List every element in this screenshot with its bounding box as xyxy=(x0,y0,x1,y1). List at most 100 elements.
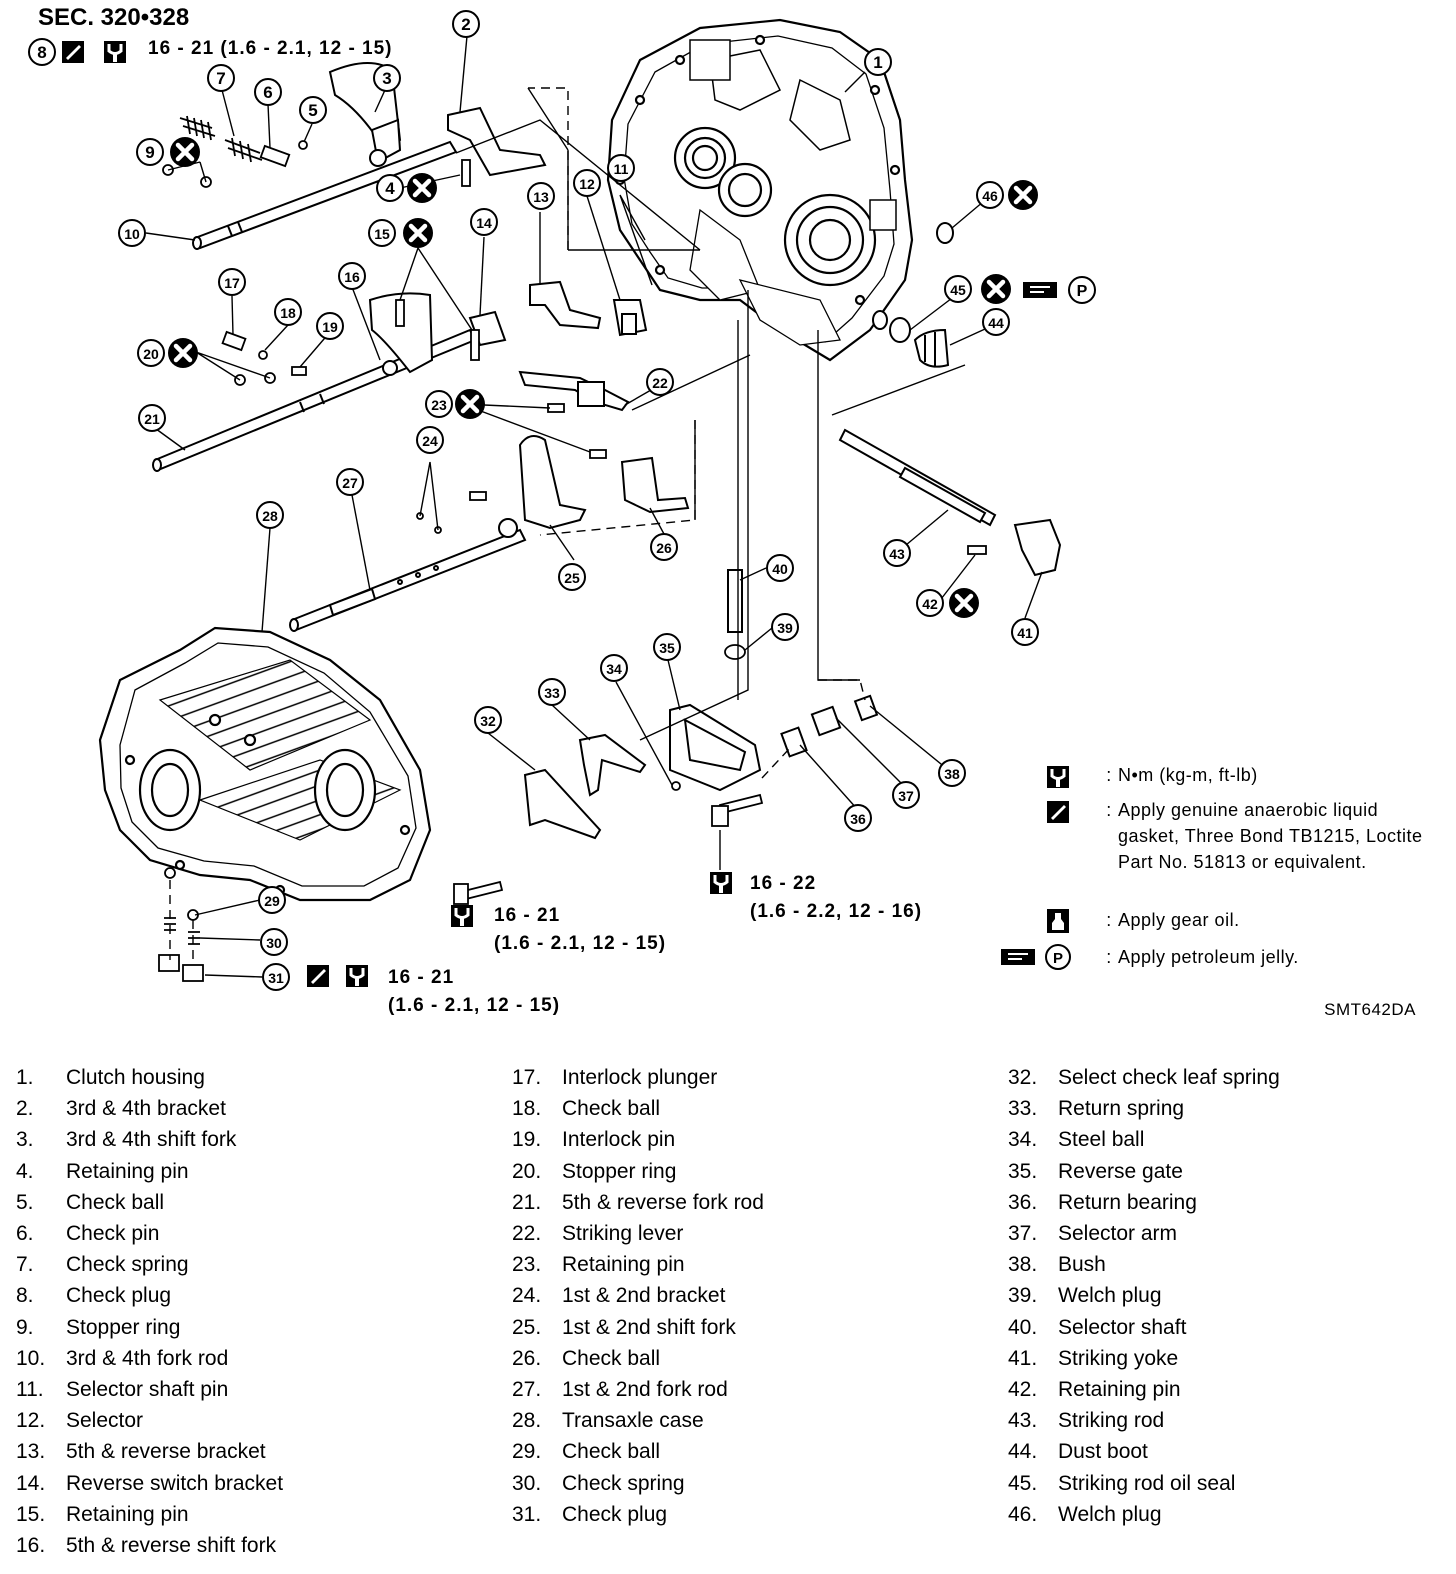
parts-list-item: 31.Check plug xyxy=(512,1499,764,1530)
callout-circle xyxy=(118,219,146,247)
callout-label: 16 xyxy=(344,269,360,285)
callout-label: 10 xyxy=(124,226,140,242)
callout-circle xyxy=(338,262,366,290)
parts-list-item: 21.5th & reverse fork rod xyxy=(512,1187,764,1218)
part-number: 32. xyxy=(1008,1066,1038,1089)
part-name: Check plug xyxy=(66,1284,172,1308)
legend-row-petroleum-jelly: : Apply petroleum jelly. xyxy=(1106,947,1299,967)
parts-list-item: 2.3rd & 4th bracket xyxy=(16,1093,283,1124)
part-name: 3rd & 4th shift fork xyxy=(66,1128,237,1152)
callout-circle xyxy=(1011,618,1039,646)
gear-oil-icon xyxy=(1047,909,1069,933)
callout-label: 41 xyxy=(1017,625,1033,641)
parts-list-item: 16. 5th & reverse shift fork xyxy=(16,1530,283,1561)
diagram-artwork: 1234567891011121314151617181920212223242… xyxy=(28,10,1096,991)
parts-list-item: 42. Retaining pin xyxy=(1008,1374,1280,1405)
transaxle-case xyxy=(98,626,432,902)
callout-label: 24 xyxy=(422,433,438,449)
callout-label: 44 xyxy=(988,315,1004,331)
legend-row-gear-oil: : Apply gear oil. xyxy=(1106,910,1240,930)
part-name: Retaining pin xyxy=(66,1502,189,1526)
torque-callout-bolt-32: 16 - 21 (1.6 - 2.1, 12 - 15) xyxy=(494,905,667,954)
parts-list-item: 12.Selector xyxy=(16,1405,283,1436)
parts-list-item: 6.Check pin xyxy=(16,1218,283,1249)
torque-callout-plug-31: 16 - 21 (1.6 - 2.1, 12 - 15) xyxy=(388,967,561,1016)
callout-19: 19 xyxy=(316,312,344,340)
callout-circle xyxy=(607,154,635,182)
callout-label: 33 xyxy=(544,685,560,701)
callout-label: 9 xyxy=(145,143,154,162)
callout-circle xyxy=(938,759,966,787)
part-number: 20. xyxy=(512,1159,542,1183)
parts-list-item: 26.Check ball xyxy=(512,1343,764,1374)
part-number: 5. xyxy=(16,1190,34,1214)
part-number: 31. xyxy=(512,1502,542,1526)
callout-25: 25 xyxy=(558,563,586,591)
callout-label: 35 xyxy=(659,640,675,656)
part-number: 10. xyxy=(16,1346,46,1370)
part-name: Retaining pin xyxy=(1058,1378,1181,1402)
callout-circle xyxy=(28,38,56,66)
parts-list-item: 13.5th & reverse bracket xyxy=(16,1436,283,1467)
callout-39: 39 xyxy=(771,613,799,641)
callout-label: 37 xyxy=(898,788,914,804)
callout-16: 16 xyxy=(338,262,366,290)
parts-list-item: 36.Return bearing xyxy=(1008,1187,1280,1218)
parts-list-item: 27.1st & 2nd fork rod xyxy=(512,1374,764,1405)
part-name: Check spring xyxy=(66,1253,189,1277)
callout-circle xyxy=(982,308,1010,336)
parts-list-item: 9.Stopper ring xyxy=(16,1312,283,1343)
parts-list-item: 40.Selector shaft xyxy=(1008,1312,1280,1343)
part-name: 5th & reverse shift fork xyxy=(66,1534,277,1558)
callout-32: 32 xyxy=(474,706,502,734)
callout-numbers: 1234567891011121314151617181920212223242… xyxy=(28,10,1039,991)
callout-20: 20 xyxy=(137,339,165,367)
part-number: 8. xyxy=(16,1284,34,1308)
parts-list-item: 25.1st & 2nd shift fork xyxy=(512,1312,764,1343)
callout-circle xyxy=(470,208,498,236)
torque-callout-bolt-35: 16 - 22 (1.6 - 2.2, 12 - 16) xyxy=(750,873,923,922)
part-number: 1. xyxy=(16,1066,34,1089)
callout-24: 24 xyxy=(416,426,444,454)
callout-12: 12 xyxy=(573,169,601,197)
part-name: Bush xyxy=(1058,1253,1106,1277)
part-number: 35. xyxy=(1008,1159,1038,1183)
replace-x-icon xyxy=(981,274,1011,304)
part-name: 5th & reverse bracket xyxy=(66,1440,266,1464)
part-number: 37. xyxy=(1008,1222,1038,1246)
part-number: 42. xyxy=(1008,1378,1038,1402)
callout-circle xyxy=(527,182,555,210)
replace-x-icon xyxy=(403,218,433,248)
part-number: 16. xyxy=(16,1534,46,1558)
callout-circle xyxy=(258,886,286,914)
part-name: 5th & reverse fork rod xyxy=(562,1190,764,1214)
part-name: 3rd & 4th fork rod xyxy=(66,1346,229,1370)
callout-circle xyxy=(976,181,1004,209)
part-number: 46. xyxy=(1008,1502,1038,1526)
callout-circle xyxy=(558,563,586,591)
parts-list-item: 39.Welch plug xyxy=(1008,1280,1280,1311)
callout-label: 11 xyxy=(614,161,629,177)
part-name: Retaining pin xyxy=(562,1253,685,1277)
part-name: Check ball xyxy=(562,1097,661,1121)
callout-37: 37 xyxy=(892,781,920,809)
part-name: 3rd & 4th bracket xyxy=(66,1097,226,1121)
callout-29: 29 xyxy=(258,886,286,914)
torque-wrench-icon xyxy=(102,39,128,65)
part-number: 15. xyxy=(16,1502,46,1526)
callout-label: 36 xyxy=(850,811,866,827)
parts-list-item: 38.Bush xyxy=(1008,1249,1280,1280)
callout-17: 17 xyxy=(218,268,246,296)
callout-38: 38 xyxy=(938,759,966,787)
callout-31: 31 xyxy=(262,963,290,991)
callout-label: 4 xyxy=(385,179,395,198)
part-number: 39. xyxy=(1008,1284,1038,1308)
top-callout-symbols xyxy=(62,39,128,65)
part-name: Selector arm xyxy=(1058,1222,1178,1246)
parts-list-item: 44.Dust boot xyxy=(1008,1436,1280,1467)
callout-label: 8 xyxy=(37,43,46,62)
callout-label: 1 xyxy=(873,53,882,72)
callout-label: 20 xyxy=(143,346,159,362)
callout-symbols: P P xyxy=(307,276,1096,989)
